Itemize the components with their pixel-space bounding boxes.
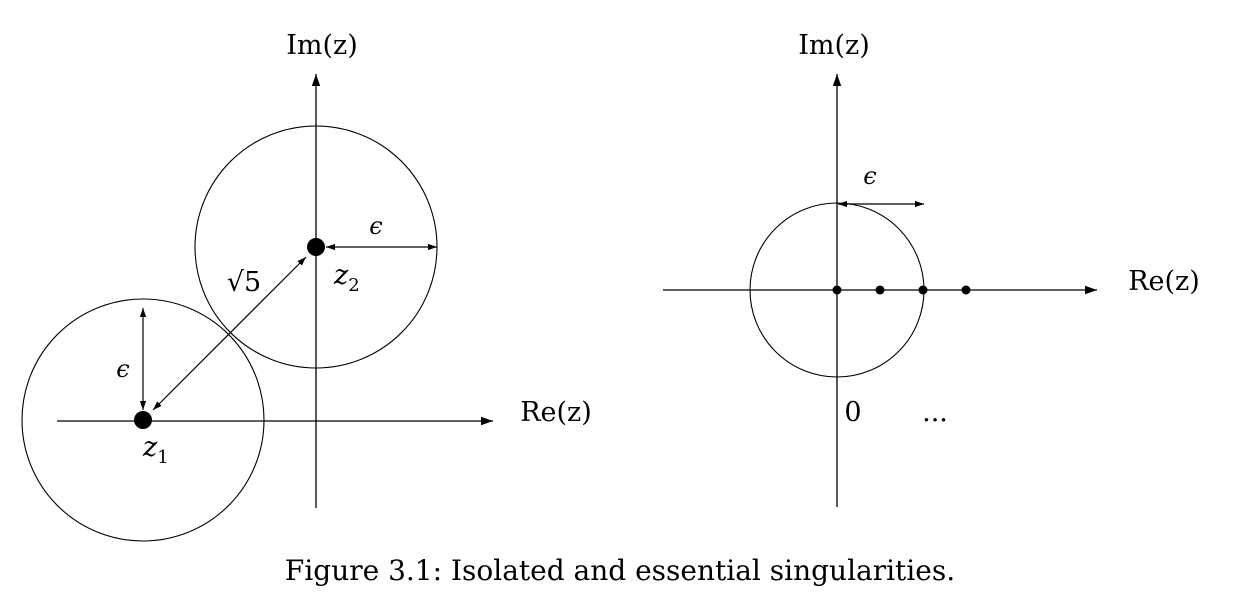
left-re-axis-label: Re(z) (520, 397, 592, 428)
z2-letter: z (333, 260, 349, 291)
singularity-point-3 (918, 285, 928, 295)
z1-letter: z (142, 432, 158, 463)
singularity-point-2 (875, 285, 885, 295)
epsilon-label-right: ϵ (863, 162, 876, 190)
epsilon-label-z1: ϵ (116, 355, 129, 383)
left-im-axis-label: Im(z) (286, 30, 358, 61)
singularity-point-z2 (307, 238, 325, 256)
distance-label: √5 (227, 267, 261, 298)
left-diagram: Im(z) Re(z) z1 z2 √5 ϵ ϵ (21, 30, 592, 542)
figure-caption: Figure 3.1: Isolated and essential singu… (285, 554, 955, 587)
right-im-axis-label: Im(z) (798, 30, 870, 61)
singularity-point-origin (832, 285, 842, 295)
origin-label: 0 (844, 397, 861, 428)
point-z2-label: z2 (333, 260, 360, 296)
z1-subscript: 1 (157, 447, 168, 468)
ellipsis-label: ... (922, 397, 948, 428)
right-re-axis-label: Re(z) (1128, 266, 1200, 297)
neighborhood-circle-z1 (21, 298, 265, 542)
singularity-point-z1 (134, 411, 152, 429)
right-diagram: Im(z) Re(z) ϵ 0 ... (663, 30, 1200, 507)
epsilon-label-z2: ϵ (369, 212, 382, 240)
singularity-point-4 (961, 285, 971, 295)
distance-arrow (152, 256, 307, 411)
z2-subscript: 2 (348, 275, 359, 296)
point-z1-label: z1 (142, 432, 169, 468)
